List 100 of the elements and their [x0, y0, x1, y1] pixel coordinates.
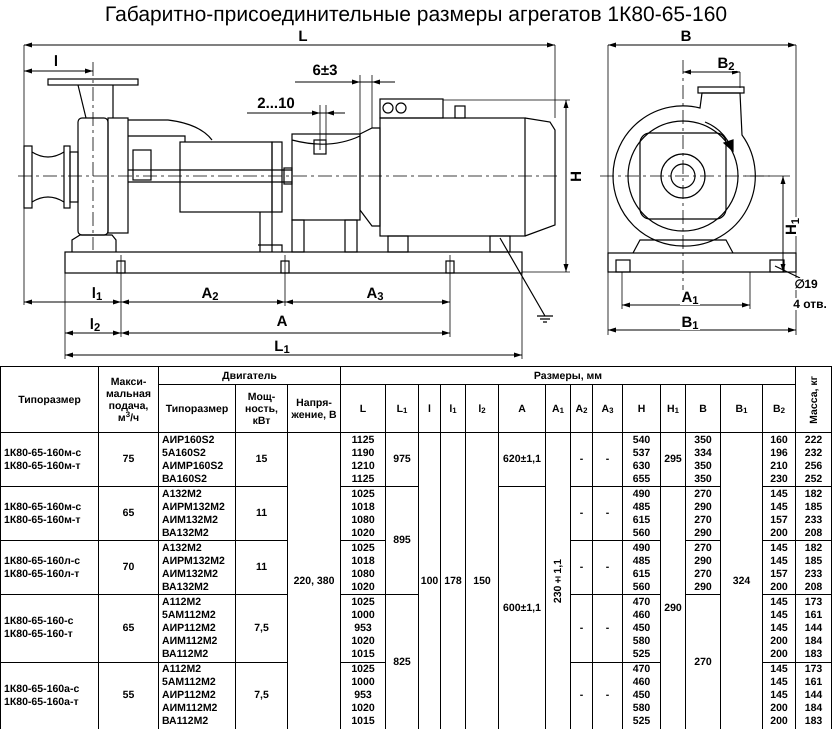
table-value: 1025 — [351, 542, 375, 554]
motor-model: А132М2 — [161, 488, 202, 500]
table-value: 485 — [632, 500, 650, 514]
dimension-label: l$_{2}$ — [88, 316, 102, 332]
table-value: 270 — [694, 514, 712, 526]
table-value: 1020 — [351, 580, 375, 594]
table-value: 620±1,1 — [503, 453, 541, 466]
motor-model: ВА132М2 — [161, 526, 209, 540]
pump-model: 1К80-65-160-с — [3, 615, 74, 628]
table-value: 200 — [770, 715, 788, 728]
motor-model: ВА112М2 — [161, 648, 208, 661]
table-value: 525 — [632, 648, 650, 661]
table-value: 1025 — [351, 596, 375, 609]
dimension-label: 2...10 — [256, 96, 296, 110]
motor-model: А132М2 — [161, 542, 202, 554]
table-value: 100 — [420, 574, 438, 588]
motor-model: ВА160S2 — [161, 472, 208, 486]
motor-model: ВА112М2 — [161, 715, 208, 728]
table-value: 233 — [804, 514, 822, 526]
motor-model: 5А160S2 — [161, 446, 206, 460]
table-value: 184 — [804, 634, 822, 648]
motor-model: А112М2 — [161, 663, 202, 676]
column-header: Размеры, мм — [532, 370, 604, 382]
table-value: 615 — [632, 514, 650, 526]
dimension-label: ∅19 — [793, 278, 819, 290]
table-value: 295 — [664, 453, 682, 466]
table-value: 537 — [632, 446, 650, 460]
table-value: 470 — [632, 663, 650, 676]
pump-model: 1К80-65-160м-т — [3, 460, 81, 472]
table-value: 160 — [770, 434, 788, 446]
table-value: 144 — [804, 689, 822, 702]
table-value: 540 — [632, 434, 650, 446]
table-value: 580 — [632, 634, 650, 648]
pump-model: 1К80-65-160л-т — [3, 568, 80, 580]
table-value: 185 — [804, 500, 822, 514]
table-value: 460 — [632, 608, 650, 622]
pump-model: 1К80-65-160а-т — [3, 696, 79, 709]
table-value: 290 — [694, 500, 712, 514]
table-value: 350 — [694, 460, 712, 472]
table-value: Масса, кг — [808, 376, 820, 424]
table-value: 1000 — [351, 608, 375, 622]
table-value: 895 — [393, 534, 411, 547]
motor-model: АИР160S2 — [161, 434, 214, 446]
column-header: B$_{2}$ — [772, 402, 786, 414]
table-value: 11 — [256, 561, 268, 574]
table-value: 145 — [770, 488, 788, 500]
table-value: 200 — [770, 580, 788, 594]
column-header: Двигатель — [221, 370, 278, 382]
table-value: 975 — [393, 453, 411, 466]
table-value: 1190 — [352, 446, 374, 460]
dimension-label: B$_{1}$ — [680, 314, 700, 330]
table-value: 157 — [770, 568, 788, 580]
pump-model: 1К80-65-160м-с — [3, 500, 82, 514]
column-header: L — [358, 402, 368, 414]
table-value: 65 — [122, 507, 134, 520]
motor-model: АИР112М2 — [161, 689, 216, 702]
table-value: 350 — [694, 434, 712, 446]
table-value: 1125 — [352, 472, 374, 486]
table-value: 200 — [770, 634, 788, 648]
table-value: 1018 — [351, 500, 375, 514]
table-value: - — [606, 689, 610, 702]
column-header: Макси-мальная подача, м$^{3}$/ч — [105, 376, 152, 424]
table-value: 270 — [694, 542, 712, 554]
table-value: 490 — [632, 488, 650, 500]
table-value: 1080 — [351, 514, 375, 526]
column-header: A — [517, 402, 527, 414]
column-header: l$_{1}$ — [448, 402, 458, 414]
table-value: 1020 — [351, 526, 375, 540]
motor-model: А112М2 — [161, 596, 202, 609]
table-value: 200 — [770, 702, 788, 716]
pump-model: 1К80-65-160м-т — [3, 514, 81, 526]
table-value: 485 — [632, 554, 650, 568]
table-value: 560 — [632, 580, 650, 594]
dimension-label: A$_{1}$ — [680, 290, 700, 304]
dimension-label: l$_{1}$ — [90, 286, 104, 300]
motor-model: ВА132М2 — [161, 580, 209, 594]
motor-model: АИМ112М2 — [161, 702, 218, 716]
table-value: 630 — [632, 460, 650, 472]
motor-model: 5АМ112М2 — [161, 608, 216, 622]
table-value: 270 — [694, 488, 712, 500]
table-value: 230±1,1 — [552, 558, 564, 604]
table-value: 222 — [804, 434, 822, 446]
motor-model: АИР112М2 — [161, 622, 216, 635]
table-value: 11 — [256, 507, 268, 520]
table-value: 220, 380 — [294, 574, 334, 588]
table-value: 953 — [354, 622, 372, 635]
pump-model: 1К80-65-160а-с — [3, 682, 80, 696]
table-value: 144 — [804, 622, 822, 635]
table-value: 290 — [694, 580, 712, 594]
table-value: 290 — [694, 554, 712, 568]
table-value: 655 — [632, 472, 650, 486]
table-value: 173 — [804, 596, 822, 609]
dimension-label: L — [297, 28, 309, 44]
table-value: 70 — [122, 561, 134, 574]
table-value: 1015 — [351, 648, 375, 661]
table-value: - — [580, 507, 584, 520]
column-header: Мощ-ность, кВт — [244, 390, 279, 426]
table-value: 953 — [354, 689, 372, 702]
table-value: 1080 — [351, 568, 375, 580]
dimension-label: A$_{2}$ — [200, 286, 220, 300]
